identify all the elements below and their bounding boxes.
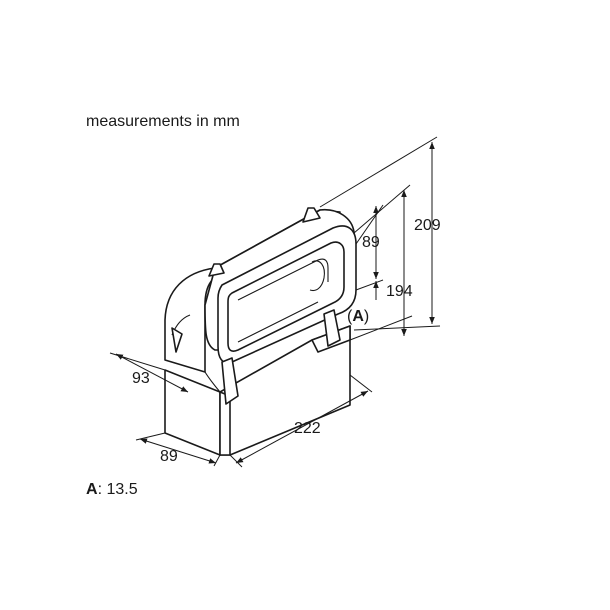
dim-label-callout: (A) xyxy=(347,308,369,325)
top-tab-right xyxy=(302,207,321,223)
dim-label-194: 194 xyxy=(386,283,413,300)
duct-bend-part xyxy=(164,207,357,456)
footnote: A: 13.5 xyxy=(86,481,138,498)
footnote-text: : 13.5 xyxy=(98,481,138,498)
dim-label-89-depth: 89 xyxy=(160,448,178,465)
footnote-key: A xyxy=(86,481,98,498)
outlet-inner-depth xyxy=(237,258,329,343)
outlet-inner-curve xyxy=(309,260,325,292)
elbow-side-notch xyxy=(171,327,183,353)
measurements-title: measurements in mm xyxy=(86,113,240,130)
dim-label-209: 209 xyxy=(414,217,441,234)
dimension-labels: 209 194 89 (A) 222 89 93 xyxy=(132,217,441,465)
dimension-lines xyxy=(115,142,435,464)
dim-93-line xyxy=(115,353,189,393)
top-tab-left xyxy=(208,263,225,277)
dim-label-222: 222 xyxy=(294,420,321,437)
lower-tab-right xyxy=(323,309,341,347)
dim-label-93: 93 xyxy=(132,370,150,387)
lower-front-curve xyxy=(204,371,221,393)
outlet-opening-inner xyxy=(227,241,345,352)
dim-222-line xyxy=(235,390,369,464)
front-lower-box xyxy=(164,369,221,456)
dim-label-89-opening: 89 xyxy=(362,234,380,251)
callout-letter: A xyxy=(352,308,364,325)
dim-89-depth-line xyxy=(139,438,217,464)
